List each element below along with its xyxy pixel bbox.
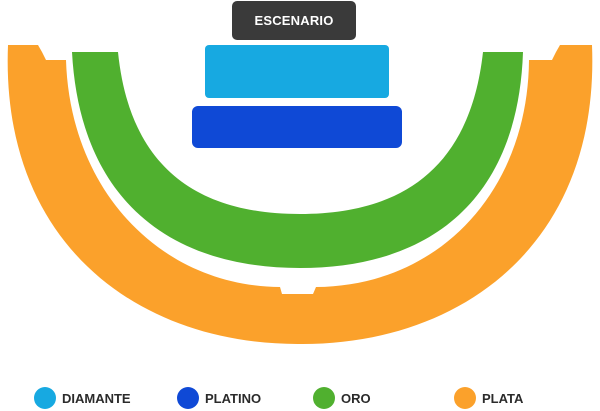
- section-plata[interactable]: [7, 45, 593, 345]
- legend-item-diamante: DIAMANTE: [34, 387, 131, 409]
- section-platino[interactable]: [192, 106, 402, 148]
- legend-label-oro: ORO: [341, 390, 371, 406]
- platino-swatch-icon: [177, 387, 199, 409]
- section-diamante[interactable]: [205, 45, 389, 98]
- legend-item-oro: ORO: [313, 387, 371, 409]
- legend-item-platino: PLATINO: [177, 387, 261, 409]
- stage: [232, 1, 356, 40]
- legend-item-plata: PLATA: [454, 387, 523, 409]
- stage-label: ESCENARIO: [254, 13, 333, 28]
- legend-label-platino: PLATINO: [205, 390, 262, 406]
- diamante-swatch-icon: [34, 387, 56, 409]
- section-oro[interactable]: [72, 52, 523, 268]
- legend-label-diamante: DIAMANTE: [62, 390, 131, 406]
- oro-swatch-icon: [313, 387, 335, 409]
- legend-label-plata: PLATA: [482, 390, 524, 406]
- legend: DIAMANTE PLATINO ORO PLATA: [0, 385, 600, 411]
- plata-swatch-icon: [454, 387, 476, 409]
